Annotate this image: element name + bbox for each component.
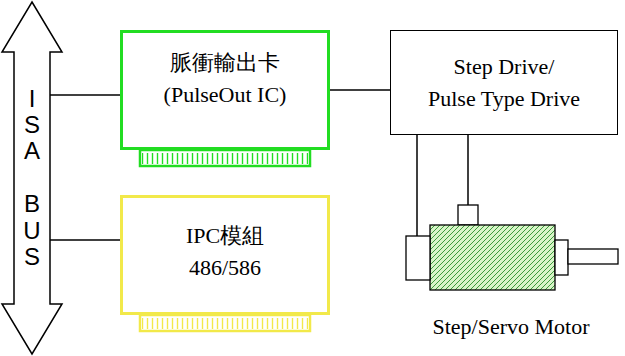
bus-label: ISA BUS (20, 86, 44, 271)
motor-body (430, 225, 555, 290)
double-arrow-outline (0, 0, 64, 356)
motor-illustration (406, 205, 618, 290)
connector-line (50, 94, 120, 96)
card-edge-connector (140, 150, 310, 166)
node-label: Step Drive/ Pulse Type Drive (428, 51, 580, 115)
node-label: 脈衝輸出卡 (PulseOut IC) (164, 47, 287, 111)
isa-bus-arrow: ISA BUS (0, 0, 64, 356)
encoder (458, 205, 478, 225)
drive-box: Step Drive/ Pulse Type Drive (390, 30, 618, 135)
motor-node: Step/Servo Motor (398, 205, 624, 343)
motor-front-flange (555, 240, 568, 275)
connector-line (330, 89, 390, 91)
motor-end-cap (406, 236, 430, 280)
node-label: IPC模組 486/586 (186, 220, 264, 284)
ipc-module-card: IPC模組 486/586 (120, 195, 330, 315)
connector-line (50, 239, 120, 241)
pulse-output-card: 脈衝輸出卡 (PulseOut IC) (120, 30, 330, 150)
node-label: Step/Servo Motor (432, 311, 589, 343)
card-edge-connector (140, 315, 310, 331)
connector-line (416, 135, 418, 236)
motor-shaft (568, 249, 618, 264)
connector-line (467, 135, 469, 205)
